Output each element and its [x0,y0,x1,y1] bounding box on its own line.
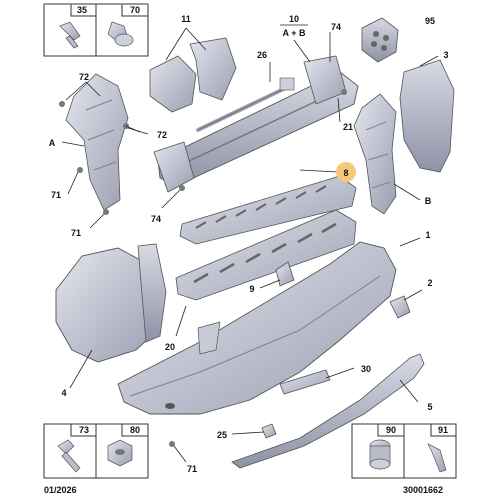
callout-30: 30 [361,364,371,374]
clip-box-95 [360,12,400,64]
grommet-90-icon [369,439,391,470]
callout-8-highlight [336,162,356,182]
trim-30 [279,369,331,395]
callout-74-top: 74 [331,22,341,32]
callout-10-sub: A + B [283,28,306,38]
callout-20: 20 [165,342,175,352]
footer-reference: 30001662 [403,485,444,495]
clip-35-icon [59,21,81,49]
callout-4: 4 [61,388,66,398]
screw-70-icon [107,21,134,47]
callout-74-mid: 74 [151,214,161,224]
callout-9: 9 [249,284,254,294]
absorber-20 [175,209,357,301]
leader-lines [61,27,439,463]
callout-80: 80 [130,425,140,435]
callout-1: 1 [425,230,430,240]
bolt-73-icon [57,439,81,473]
fastener-box-bottom-left [43,423,149,479]
callout-35: 35 [77,5,87,15]
wheel-arch-liner-4 [55,243,167,363]
callout-2: 2 [427,278,432,288]
nut-80-icon [107,439,133,467]
callout-5: 5 [427,402,432,412]
fastener-box-bottom-right [351,423,457,479]
cover-3 [399,59,455,173]
bumper-skin-1 [117,241,397,415]
callout-71-lower: 71 [71,228,81,238]
side-bracket-B [353,93,397,215]
callout-10: 10 [289,14,299,24]
rod-26 [196,77,295,132]
callout-21: 21 [343,122,353,132]
callout-26: 26 [257,50,267,60]
callout-11: 11 [181,14,191,24]
side-bracket-A [65,73,129,211]
rivet-91-icon [427,443,447,473]
callout-95: 95 [425,16,435,26]
callout-72-top: 72 [79,72,89,82]
callout-B: B [425,196,432,206]
fastener-box-top [43,3,149,57]
callout-25: 25 [217,430,227,440]
callout-70: 70 [130,5,140,15]
footer-date: 01/2026 [44,485,77,495]
callout-72-mid: 72 [157,130,167,140]
reinforcement-beam-10 [153,55,359,193]
callout-73: 73 [79,425,89,435]
sensor-bracket-2 [389,295,411,319]
callout-A: A [49,138,56,148]
bracket-11 [149,37,237,113]
callout-91: 91 [438,425,448,435]
trim-25 [261,423,277,439]
callout-90: 90 [386,425,396,435]
callout-8: 8 [343,168,348,178]
callout-3: 3 [443,50,448,60]
callout-71-left: 71 [51,190,61,200]
callout-71-bottom: 71 [187,464,197,474]
diffuser-5 [231,353,425,469]
